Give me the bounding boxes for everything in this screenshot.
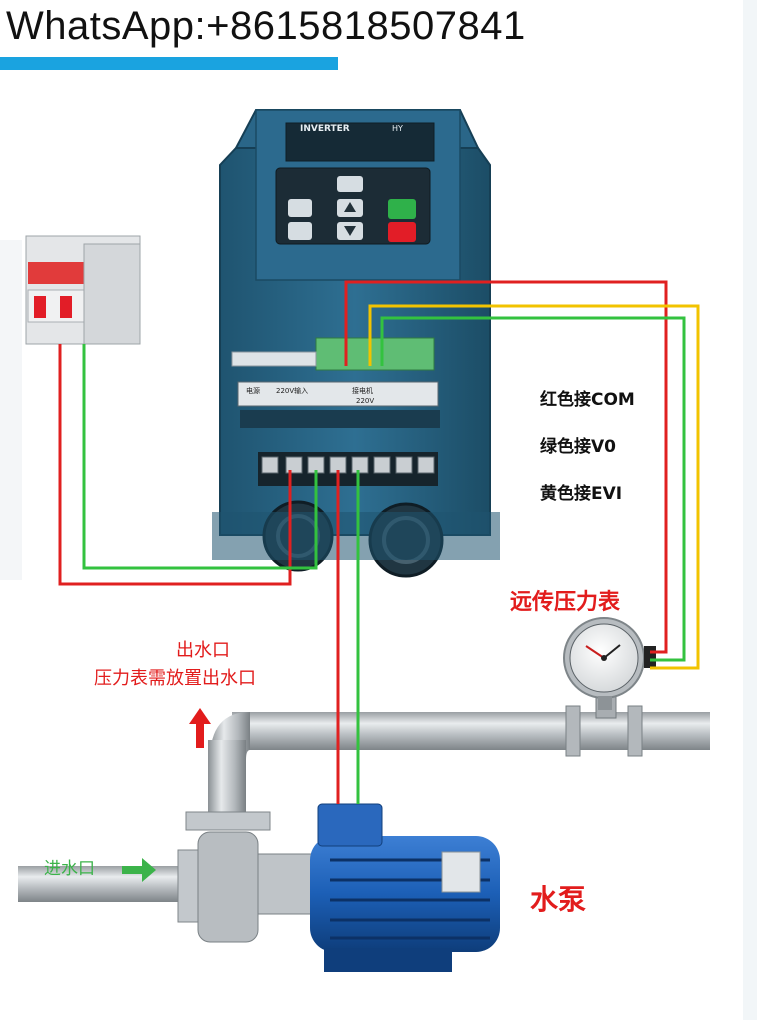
shift-key: [337, 176, 363, 192]
green-signal-wire: [380, 316, 686, 662]
outlet-title-label: 出水口: [176, 640, 230, 661]
terminal-label-power: 电源: [246, 386, 260, 395]
terminal-label-motor: 接电机: [352, 386, 373, 395]
inverter-model-label: HY: [392, 124, 403, 133]
yellow-signal-wire: [368, 304, 700, 670]
legend-green-v0: 绿色接V0: [540, 437, 616, 457]
power-wires: [58, 344, 360, 804]
terminal-label-input: 220V输入: [276, 386, 308, 395]
inverter-unit: INVERTER HY 电源 220V输入 接电机 220V: [212, 109, 500, 578]
program-key: [288, 199, 312, 217]
legend-red-com: 红色接COM: [540, 390, 635, 410]
whatsapp-contact-header: WhatsApp:+8615818507841: [6, 4, 526, 48]
right-edge-strip: [743, 0, 757, 1020]
terminal-label-voltage: 220V: [356, 397, 374, 405]
green-power-wire: [82, 344, 318, 570]
inlet-label: 进水口: [44, 859, 95, 879]
left-edge-strip: [0, 240, 22, 580]
run-key: [388, 199, 416, 219]
confirm-key: [288, 222, 312, 240]
circuit-breaker: [25, 235, 141, 345]
pipework: [18, 693, 710, 943]
red-signal-wire: [344, 280, 668, 654]
outlet-flow-arrow: [189, 708, 211, 748]
inverter-brand-label: INVERTER: [300, 124, 350, 134]
pump-label: 水泵: [530, 883, 587, 916]
remote-pressure-gauge: [563, 617, 656, 710]
outlet-note-label: 压力表需放置出水口: [94, 668, 256, 689]
stop-reset-key: [388, 222, 416, 242]
red-power-wire: [58, 344, 292, 586]
pump-motor: [257, 803, 500, 972]
header-underline-bar: [0, 57, 338, 70]
gauge-label: 远传压力表: [510, 590, 621, 615]
legend-yellow-evi: 黄色接EVI: [540, 484, 623, 504]
inlet-flow-arrow: [122, 858, 156, 882]
control-wires: [344, 280, 700, 670]
